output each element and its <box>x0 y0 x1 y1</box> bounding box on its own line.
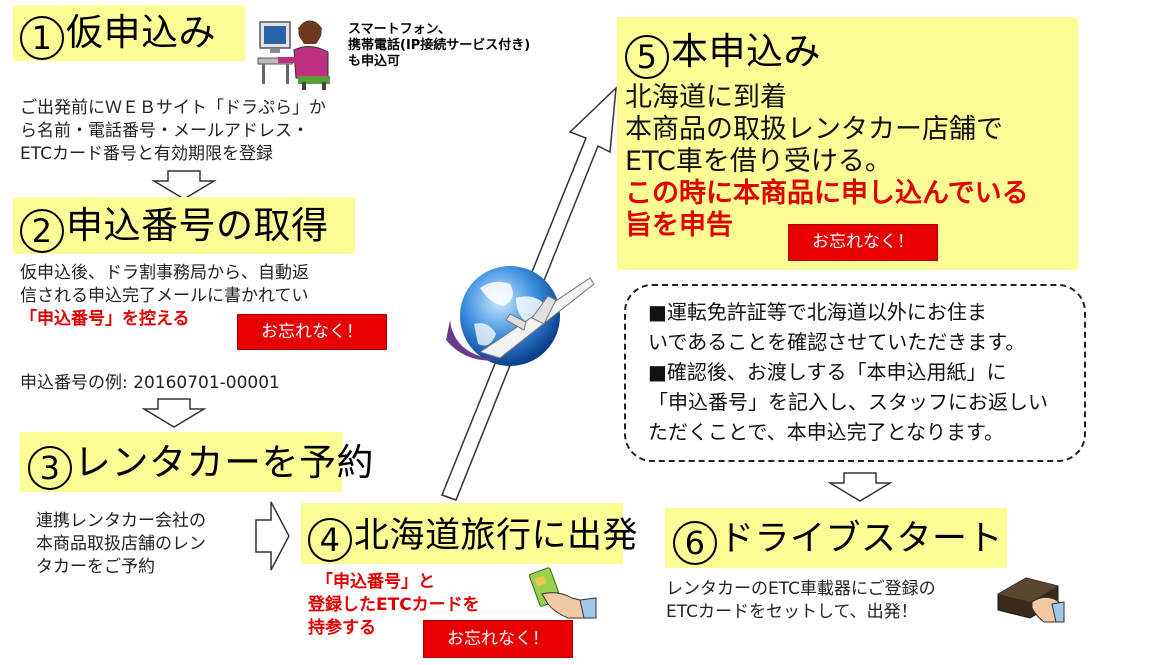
confirmation-note-box <box>624 284 1086 462</box>
step4-reminder-badge: お忘れなく！ <box>423 620 573 658</box>
step4-body: 「申込番号」と 登録したETCカードを 持参する <box>308 572 480 638</box>
globe-airplane-icon <box>446 266 595 366</box>
step6-title-box <box>665 508 1007 568</box>
step3-title-box <box>20 432 342 492</box>
step2-body: 仮申込後、ドラ割事務局から、自動返 信される申込完了メールに書かれてい 「申込番… <box>20 263 309 329</box>
step2-title-box <box>13 197 355 254</box>
person-computer-icon <box>257 20 330 90</box>
step1-body: ご出発前にＷＥＢサイト「ドラぷら」か ら名前・電話番号・メールアドレス・ ETC… <box>20 98 326 164</box>
step5-number: 5 <box>625 35 669 79</box>
step4-number: 4 <box>308 518 352 562</box>
hand-card-icon <box>528 567 597 619</box>
step5-body: 北海道に到着 本商品の取扱レンタカー店舗で ETC車を借り受ける。 この時に本商… <box>625 82 1029 241</box>
step3-number: 3 <box>28 446 72 490</box>
application-number-example: 申込番号の例: 20160701-00001 <box>20 373 280 393</box>
right-arrow-3 <box>255 501 290 571</box>
down-arrow-2 <box>141 398 207 428</box>
phone-note: スマートフォン、 携帯電話(IP接続サービス付き) も申込可 <box>348 22 531 69</box>
step2-reminder-badge: お忘れなく！ <box>237 314 387 350</box>
step6-number: 6 <box>673 521 717 565</box>
step6-body: レンタカーのETC車載器にご登録の ETCカードをセットして、出発！ <box>666 579 936 622</box>
step2-number: 2 <box>20 209 64 253</box>
down-arrow-1 <box>151 170 217 200</box>
step1-number: 1 <box>20 16 64 60</box>
confirmation-note-text: ■運転免許証等で北海道以外にお住ま いであることを確認させていただきます。 ■確… <box>648 300 1048 444</box>
step4-title-box <box>301 503 623 564</box>
step5-reminder-badge: お忘れなく！ <box>788 224 938 261</box>
hand-etc-device-icon <box>997 577 1065 623</box>
step3-body: 連携レンタカー会社の 本商品取扱店舗のレン タカーをご予約 <box>36 511 206 577</box>
down-arrow-5 <box>827 472 893 502</box>
